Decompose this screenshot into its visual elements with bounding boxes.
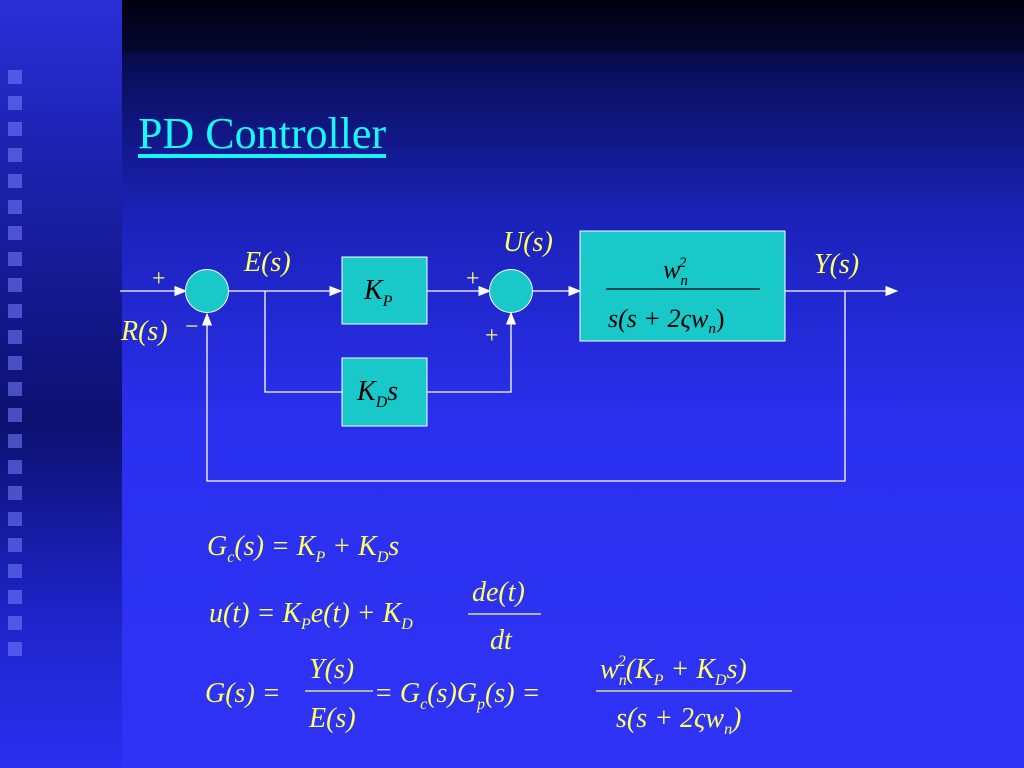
eq3-lhs: G(s) = — [205, 678, 281, 709]
plant-den-part1: s(s + 2ςw — [608, 304, 709, 333]
plant-num-sub: n — [680, 273, 688, 289]
eq3-sub-p: p — [476, 696, 485, 713]
kp-main: K — [363, 275, 384, 306]
left-sidebar-band — [0, 0, 122, 768]
eq3-num-d: s) — [727, 654, 747, 685]
signal-r: R(s) — [120, 316, 168, 347]
eq1-ksub1: P — [314, 549, 325, 566]
eq1-ksub2: D — [376, 549, 389, 566]
eq1-rest3: s — [388, 531, 399, 562]
feedback-path-line — [201, 291, 846, 482]
kds-main: K — [356, 376, 377, 407]
sign-minus-1: − — [185, 314, 199, 340]
equation-ut: u(t) = KPe(t) + KD — [209, 598, 413, 633]
eq3-num-c: + K — [663, 654, 716, 685]
kp-block — [341, 256, 428, 325]
eq2-sub2: D — [400, 616, 413, 633]
eq2-sub1: P — [300, 616, 311, 633]
equation-gc: Gc(s) = KP + KDs — [207, 531, 399, 566]
eq3-num-b: (K — [626, 654, 655, 685]
summing-junction-2 — [489, 269, 533, 313]
eq3-mid: (s)G — [427, 678, 477, 709]
eq2-mid: e(t) + K — [311, 598, 403, 629]
eq3-sub-c: c — [420, 696, 427, 713]
sign-plus-2: + — [466, 266, 480, 292]
eq1-rest2: + K — [325, 531, 378, 562]
kds-to-sum2-arrow — [427, 311, 517, 393]
decorative-squares — [8, 70, 28, 668]
eq3-num-sub3: D — [714, 672, 727, 689]
kds-sub: D — [375, 394, 388, 411]
eq3-frac2-den: s(s + 2ςwn) — [616, 703, 741, 738]
plant-num-main: w — [663, 255, 681, 284]
eq1-g: G — [207, 531, 227, 562]
eq2-frac-num: de(t) — [472, 577, 525, 608]
eq3-num-wsub: n — [619, 672, 627, 689]
eq3-den-sub: n — [724, 721, 732, 738]
eq2-frac-den: dt — [490, 625, 513, 656]
top-dark-band — [122, 0, 1024, 52]
kds-block — [341, 357, 428, 427]
summing-junction-1 — [185, 269, 229, 313]
svg-text:KP: KP — [363, 275, 393, 310]
eq3-frac1-num: Y(s) — [309, 654, 354, 685]
eq3-middle: = Gc(s)Gp(s) = — [374, 678, 540, 713]
plant-num-sup: 2 — [679, 255, 687, 271]
plant-block — [579, 230, 786, 342]
eq3-num-wsup: 2 — [618, 653, 626, 670]
eq3-den-a: s(s + 2ςw — [616, 703, 724, 734]
kds-tail: s — [387, 376, 398, 407]
eq3-den-b: ) — [730, 703, 741, 734]
plant-den-part2: ) — [716, 304, 725, 333]
sign-plus-1: + — [152, 266, 166, 292]
signal-e: E(s) — [243, 247, 291, 278]
eq3-frac1-den: E(s) — [308, 703, 356, 734]
eq3-num-w: w — [600, 654, 619, 685]
kp-sub: P — [382, 293, 393, 310]
svg-text:KDs: KDs — [356, 376, 398, 411]
eq3-frac2-num: wn 2(KP + KDs) — [600, 653, 747, 689]
svg-text:s(s + 2ςwn): s(s + 2ςwn) — [608, 304, 725, 337]
eq3-eq: = G — [374, 678, 420, 709]
signal-u: U(s) — [503, 227, 553, 258]
eq1-rest1: (s) = K — [234, 531, 316, 562]
svg-text:wn2: wn 2 — [663, 255, 688, 289]
eq1-gsub: c — [227, 549, 234, 566]
derivative-branch-line — [264, 291, 342, 393]
eq2-lhs: u(t) = K — [209, 598, 302, 629]
plant-den-sub: n — [708, 321, 716, 337]
sign-plus-3: + — [485, 323, 499, 349]
slide-title: PD Controller — [138, 109, 387, 158]
eq3-num-sub2: P — [653, 672, 664, 689]
signal-y: Y(s) — [814, 249, 859, 280]
eq3-tail: (s) = — [485, 678, 540, 709]
